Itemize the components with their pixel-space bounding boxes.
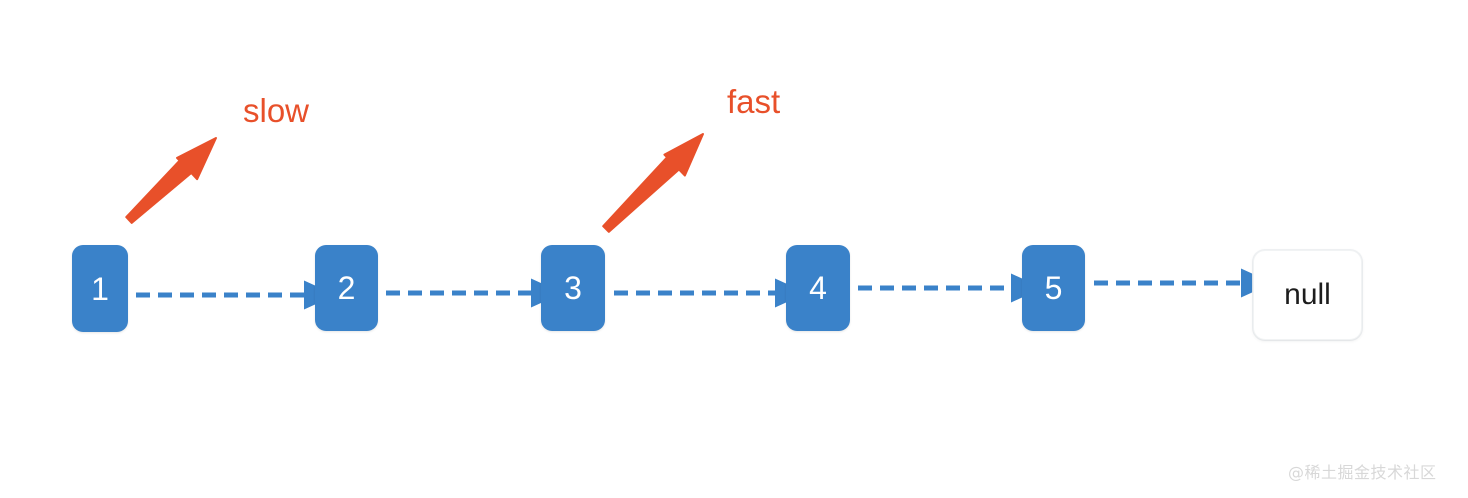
pointer-label-slow: slow xyxy=(243,92,310,129)
list-node-2: 2 xyxy=(315,245,378,331)
pointer-arrows xyxy=(125,133,704,233)
list-node-label: 2 xyxy=(337,270,356,306)
null-node: null xyxy=(1253,250,1362,340)
list-node-5: 5 xyxy=(1022,245,1085,331)
linked-list-links xyxy=(136,268,1273,310)
list-node-label: 4 xyxy=(809,270,827,306)
null-node-label: null xyxy=(1284,278,1331,311)
pointer-label-fast: fast xyxy=(727,83,781,120)
pointer-arrow-fast-icon xyxy=(602,133,704,233)
list-node-1: 1 xyxy=(72,245,128,332)
list-node-label: 1 xyxy=(91,270,109,307)
list-node-label: 5 xyxy=(1044,270,1063,306)
list-node-4: 4 xyxy=(786,245,850,331)
watermark-text: @稀土掘金技术社区 xyxy=(1288,463,1437,482)
pointer-arrow-slow-icon xyxy=(125,137,217,224)
list-node-label: 3 xyxy=(564,270,582,306)
list-node-3: 3 xyxy=(541,245,605,331)
